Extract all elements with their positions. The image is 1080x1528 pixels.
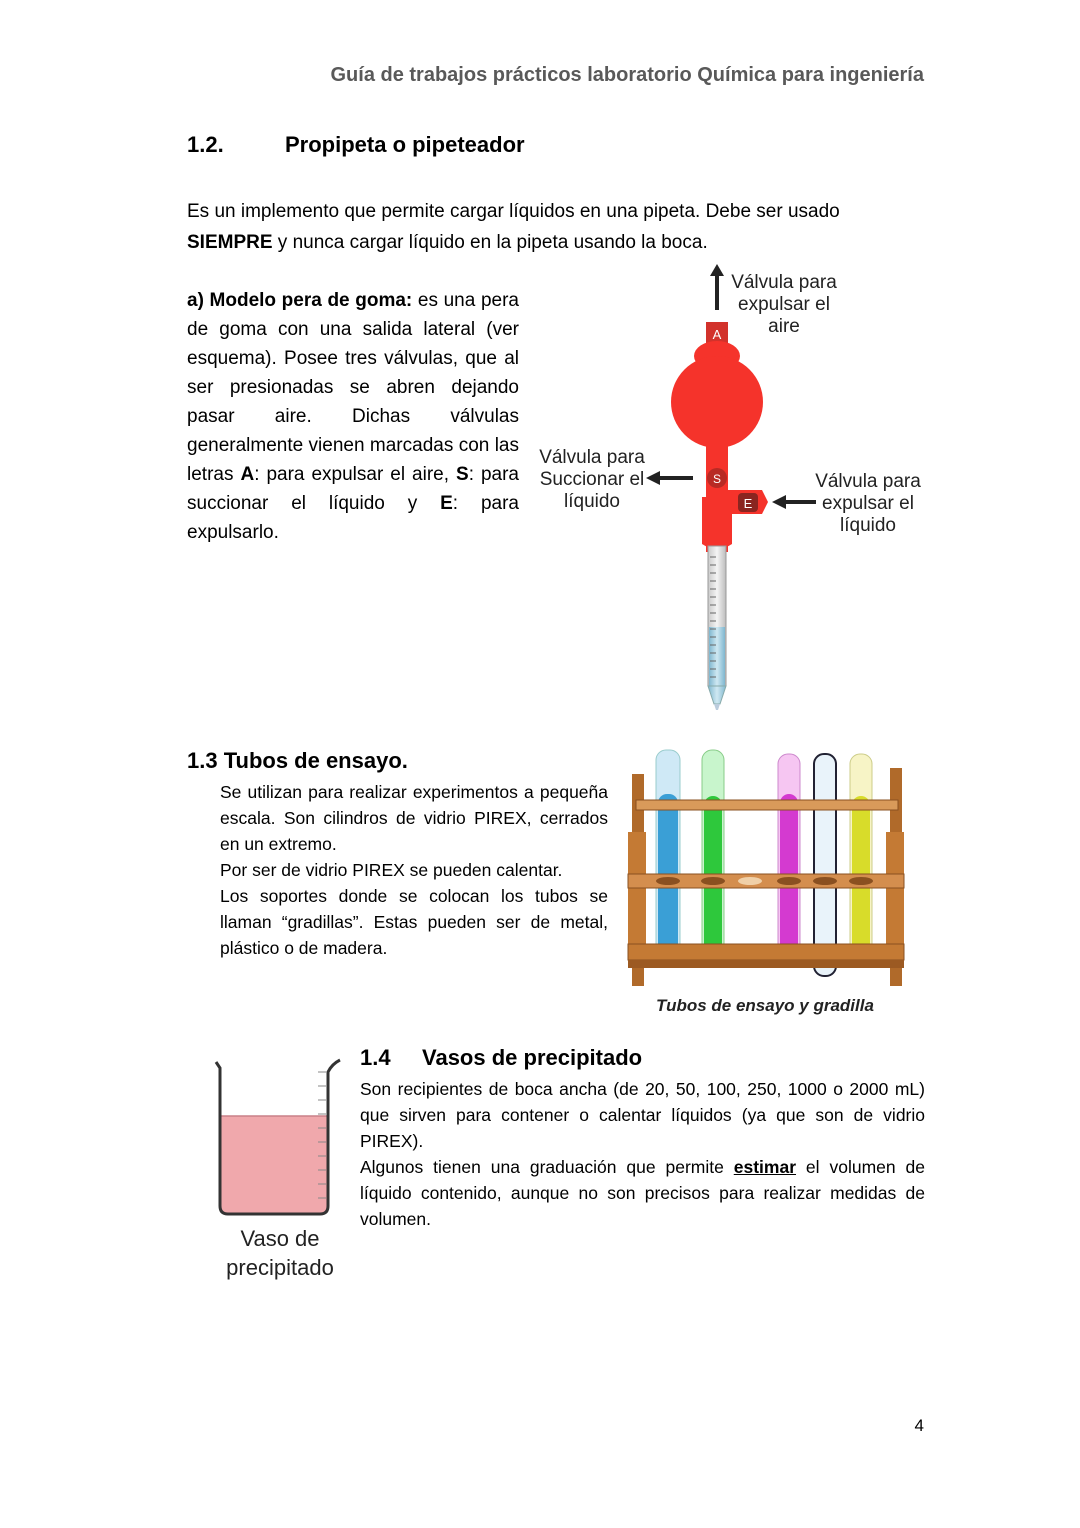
valve-a	[706, 322, 728, 344]
section-title: Vasos de precipitado	[422, 1045, 643, 1070]
beaker-label-line-2: precipitado	[226, 1255, 334, 1280]
label-left: Válvula para Succionar el líquido	[539, 447, 645, 512]
section-title: Propipeta o pipeteador	[285, 132, 525, 157]
text-3: Los soportes donde se colocan los tubos …	[220, 886, 608, 958]
section-1-3-text: Se utilizan para realizar experimentos a…	[220, 779, 608, 961]
letter-a: A	[240, 464, 255, 485]
text-2: Por ser de vidrio PIREX se pueden calent…	[220, 860, 563, 880]
beaker-label-line-1: Vaso de	[240, 1226, 320, 1251]
section-number: 1.4	[360, 1045, 391, 1070]
model-text: : para succionar el líquido y	[187, 464, 519, 514]
letter-e: E	[440, 493, 453, 514]
valve-e-label: E	[744, 496, 753, 511]
test-tube-caption: Tubos de ensayo y gradilla	[656, 996, 874, 1015]
beaker-liquid	[220, 1116, 328, 1214]
label-left-line-3: líquido	[564, 491, 620, 512]
test-tube-magenta	[777, 753, 801, 967]
bulb	[671, 356, 763, 448]
text-2: Algunos tienen una graduación que permit…	[360, 1154, 925, 1232]
test-tube-blue	[655, 749, 681, 962]
label-top-line-2: expulsar el	[738, 294, 830, 315]
text-2-end: el volumen de líquido contenido, aunque …	[360, 1157, 925, 1229]
test-tube-yellow	[849, 753, 873, 967]
label-right-line-2: expulsar el	[822, 493, 914, 514]
test-tube-rack-image	[627, 749, 905, 986]
section-1-4-heading: 1.4 Vasos de precipitado	[360, 1045, 642, 1071]
intro-paragraph: Es un implemento que permite cargar líqu…	[187, 196, 907, 258]
intro-text: Es un implemento que permite cargar líqu…	[187, 201, 840, 222]
pipette-graduations	[710, 556, 716, 678]
test-tube-green	[701, 749, 725, 964]
label-top: Válvula para expulsar el aire	[731, 272, 837, 337]
beaker-image	[214, 1058, 341, 1216]
section-1-2-heading: 1.2. Propipeta o pipeteador	[187, 132, 525, 158]
label-right-line-1: Válvula para	[815, 471, 921, 492]
letter-s: S	[456, 464, 469, 485]
beaker-label: Vaso de precipitado	[208, 1224, 352, 1282]
beaker-graduations	[318, 1071, 326, 1199]
label-right-line-3: líquido	[840, 515, 896, 536]
model-text: : para expulsarlo.	[187, 493, 519, 543]
text-1: Se utilizan para realizar experimentos a…	[220, 782, 608, 854]
estimar-underlined: estimar	[733, 1157, 797, 1177]
pipette-liquid	[709, 627, 725, 686]
text-2-start: Algunos tienen una graduación que permit…	[360, 1157, 734, 1177]
bulb-lower	[702, 497, 732, 549]
page-number: 4	[914, 1416, 924, 1435]
label-right: Válvula para expulsar el líquido	[815, 471, 921, 536]
beaker-outline	[214, 1058, 341, 1216]
section-number: 1.2.	[187, 132, 224, 157]
text-1: Son recipientes de boca ancha (de 20, 50…	[360, 1079, 925, 1151]
left-arrowhead	[646, 471, 660, 485]
section-1-4-text: Son recipientes de boca ancha (de 20, 50…	[360, 1076, 925, 1232]
top-arrowhead	[710, 264, 724, 276]
intro-bold: SIEMPRE	[187, 232, 273, 253]
model-paragraph: a) Modelo pera de goma: es una pera de g…	[187, 286, 519, 547]
label-top-line-1: Válvula para	[731, 272, 837, 293]
test-tube-empty	[813, 753, 837, 977]
valve-e	[738, 493, 758, 512]
propipeta-diagram: A S E Válvula para expulsar el aire Válv…	[539, 264, 921, 710]
label-left-line-2: Succionar el	[540, 469, 645, 490]
page-header: Guía de trabajos prácticos laboratorio Q…	[330, 64, 924, 86]
label-left-line-1: Válvula para	[539, 447, 645, 468]
valve-s-label: S	[713, 472, 721, 486]
pipette-tip	[707, 685, 727, 705]
model-text: es una pera de goma con una salida later…	[187, 290, 519, 485]
valve-a-label: A	[713, 327, 722, 342]
valve-s	[707, 468, 727, 488]
intro-text-2: y nunca cargar líquido en la pipeta usan…	[272, 232, 708, 253]
model-title: a) Modelo pera de goma:	[187, 290, 413, 311]
model-text: : para expulsar el aire,	[254, 464, 457, 485]
label-top-line-3: aire	[768, 316, 800, 337]
section-1-3-heading: 1.3 Tubos de ensayo.	[187, 748, 408, 773]
right-arrowhead	[772, 495, 786, 509]
